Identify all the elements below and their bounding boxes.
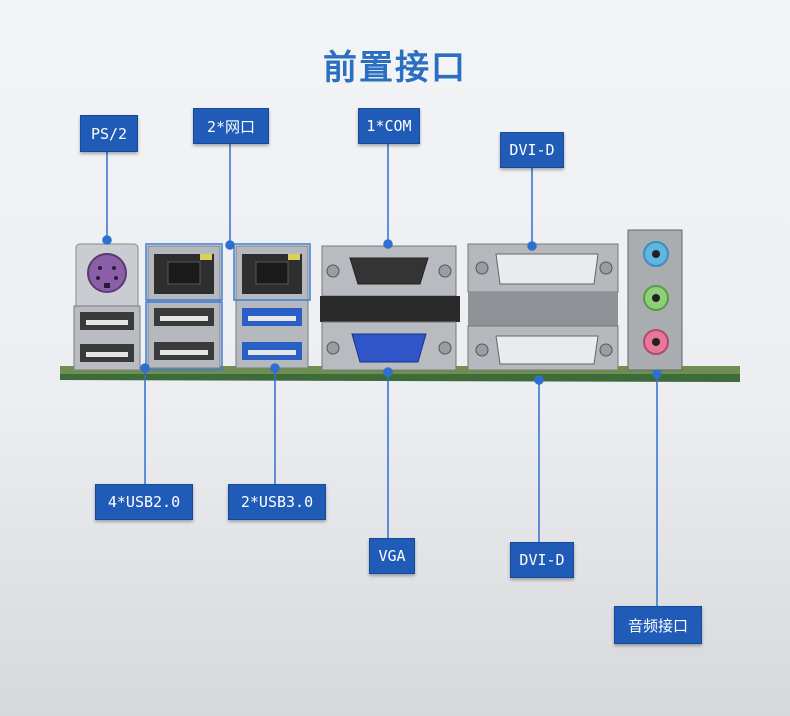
audio-jacks (627, 229, 683, 371)
dvi-top-label: DVI-D (500, 132, 564, 168)
usb3-label: 2*USB3.0 (228, 484, 326, 520)
vga-port (321, 321, 457, 371)
lan-label: 2*网口 (193, 108, 269, 144)
ps2-label: PS/2 (80, 115, 138, 152)
usb2-label: 4*USB2.0 (95, 484, 193, 520)
lan-usb3-stack (233, 243, 311, 369)
vga-label: VGA (369, 538, 415, 574)
pcb-board (60, 372, 740, 382)
dvi-top-port (467, 243, 619, 326)
lan-usb2-stack (145, 243, 223, 371)
leader-lines (102, 142, 662, 606)
page-title: 前置接口 (323, 48, 467, 88)
dvi-bottom-label: DVI-D (510, 542, 574, 578)
ps2-port (75, 243, 139, 311)
usb2-left-stack (73, 305, 141, 371)
com-port (320, 245, 460, 322)
audio-label: 音频接口 (614, 606, 702, 644)
dvi-bottom-port (467, 325, 619, 371)
com-label: 1*COM (358, 108, 420, 144)
